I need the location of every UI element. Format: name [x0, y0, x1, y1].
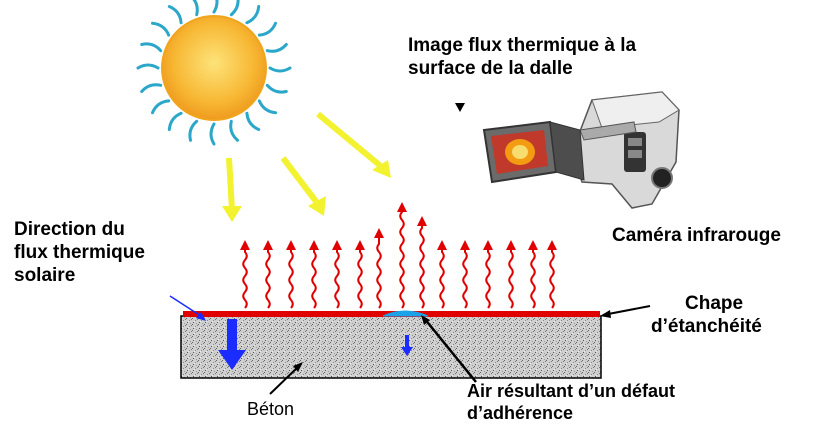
label-image-flux-line2: surface de la dalle: [408, 58, 573, 79]
infrared-camera-icon: [482, 91, 680, 209]
heat-arrow-head: [309, 240, 319, 250]
solar-arrows: [222, 111, 391, 222]
heat-arrow-head: [240, 240, 250, 250]
heat-arrow: [439, 248, 445, 309]
heat-arrow-head: [460, 240, 470, 250]
sun-ray: [257, 21, 277, 37]
label-image-flux-line1: Image flux thermique à la: [408, 35, 637, 56]
heat-arrow: [530, 248, 536, 309]
label-beton: Béton: [247, 399, 295, 419]
heat-arrow: [376, 236, 382, 309]
leader-air: [421, 315, 477, 383]
heat-arrow-head: [417, 216, 427, 226]
heat-arrow-head: [506, 240, 516, 250]
sun-ray: [140, 83, 163, 93]
sun-ray: [212, 0, 219, 14]
heat-arrow: [549, 248, 555, 309]
heat-arrow: [357, 248, 363, 309]
heat-arrow-head: [397, 202, 407, 212]
sun-ray: [265, 43, 288, 53]
sun-ray: [151, 99, 171, 115]
label-air-defect: Air résultant d’un défaut d’adhérence: [467, 380, 675, 424]
sun-ray: [151, 21, 171, 37]
label-chape: Chape d’étanchéité: [651, 292, 762, 338]
direction-pointer: [169, 295, 206, 321]
heat-arrow: [462, 248, 468, 309]
solar-arrow: [316, 111, 391, 178]
heat-arrow: [399, 210, 405, 309]
heat-arrow: [485, 248, 491, 309]
sun-ray: [209, 122, 216, 146]
label-direction-line1: Direction du: [14, 219, 125, 240]
heat-arrow: [311, 248, 317, 309]
flux-arrow-small: [401, 335, 413, 356]
sun-ray: [140, 42, 163, 53]
label-chape-line1: Chape: [685, 293, 744, 314]
sun-icon: [136, 0, 292, 146]
sun-ray: [136, 63, 160, 70]
label-chape-line2: d’étanchéité: [651, 316, 762, 337]
solar-arrow: [222, 157, 242, 222]
heat-arrow-head: [437, 240, 447, 250]
label-direction-line2: flux thermique: [14, 242, 145, 263]
sun-ray: [167, 111, 183, 131]
solar-arrow: [280, 156, 326, 216]
sun-ray: [167, 5, 183, 25]
label-camera: Caméra infrarouge: [612, 225, 781, 246]
sun-ray: [268, 66, 292, 73]
sun-ray: [245, 5, 261, 25]
leader-chape: [600, 305, 651, 318]
concrete-slab: [180, 315, 602, 379]
heat-arrow: [419, 224, 425, 309]
label-image-flux: Image flux thermique à la surface de la …: [408, 34, 636, 80]
label-direction: Direction du flux thermique solaire: [14, 218, 145, 287]
leader-beton: [269, 362, 303, 395]
heat-flux-arrows: [240, 202, 557, 309]
label-air-line2: d’adhérence: [467, 403, 574, 423]
sun-ray: [265, 83, 288, 94]
heat-arrow-head: [286, 240, 296, 250]
sun-ray: [192, 0, 199, 17]
flux-arrow-large: [218, 319, 246, 370]
heat-arrow-head: [528, 240, 538, 250]
heat-arrow-head: [332, 240, 342, 250]
heat-arrow-head: [355, 240, 365, 250]
pointer-triangle: [455, 103, 465, 112]
sun-ray: [188, 119, 199, 142]
sun-ray: [257, 99, 277, 115]
heat-arrow-head: [263, 240, 273, 250]
heat-arrow-head: [483, 240, 493, 250]
sun-ray: [245, 111, 261, 131]
heat-arrow: [288, 248, 294, 309]
label-direction-line3: solaire: [14, 265, 76, 286]
air-defect: [382, 310, 429, 317]
heat-arrow: [242, 248, 248, 309]
heat-arrow: [265, 248, 271, 309]
sun-ray: [229, 0, 240, 17]
label-air-line1: Air résultant d’un défaut: [467, 381, 676, 401]
sun-ray: [229, 119, 239, 142]
heat-arrow-head: [374, 228, 384, 238]
heat-arrow: [334, 248, 340, 309]
heat-arrow-head: [547, 240, 557, 250]
heat-arrow: [508, 248, 514, 309]
